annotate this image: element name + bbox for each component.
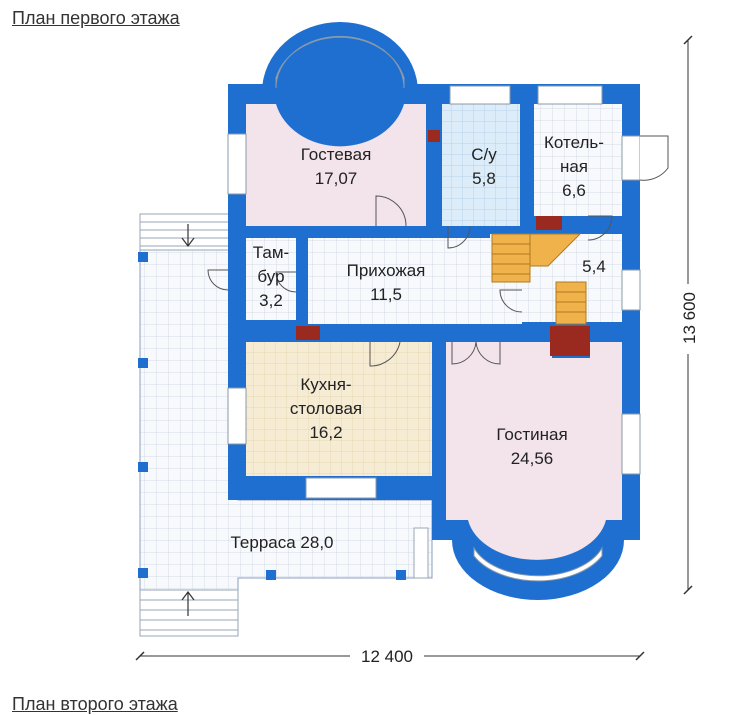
height-label: 13 600 <box>680 292 699 344</box>
room-guest-area: 17,07 <box>315 169 358 188</box>
arrow-up-icon <box>181 591 195 616</box>
room-vestibule-area: 3,2 <box>259 291 283 310</box>
room-terrace-name: Терраса 28,0 <box>230 533 333 552</box>
dimension-height: 13 600 <box>676 35 700 595</box>
second-floor-title: План второго этажа <box>12 694 178 714</box>
room-guest-name: Гостевая <box>301 145 372 164</box>
room-living-name: Гостиная <box>496 425 567 444</box>
room-labels: Гостевая 17,07 С/у 5,8 Котель- ная 6,6 5… <box>230 133 605 552</box>
room-hallway-area: 11,5 <box>370 285 402 304</box>
room-boiler-name-2: ная <box>560 157 588 176</box>
page-title: План первого этажа <box>12 8 180 28</box>
width-label: 12 400 <box>361 647 413 666</box>
doors <box>207 135 669 367</box>
room-vestibule-name-2: бур <box>257 267 284 286</box>
bay-windows <box>275 35 603 582</box>
room-boiler-name-1: Котель- <box>544 133 604 152</box>
chimney <box>296 130 590 356</box>
room-kitchen-name-1: Кухня- <box>300 375 351 394</box>
staircase <box>491 233 587 325</box>
room-stairs-area: 5,4 <box>582 257 606 276</box>
room-bathroom-area: 5,8 <box>472 169 496 188</box>
room-kitchen-name-2: столовая <box>290 399 362 418</box>
room-living-area: 24,56 <box>511 449 554 468</box>
room-hallway-name: Прихожая <box>347 261 426 280</box>
terrace <box>138 213 433 637</box>
room-kitchen-area: 16,2 <box>309 423 342 442</box>
room-bathroom-name: С/у <box>471 145 497 164</box>
rooms <box>246 104 622 560</box>
arrow-down-icon <box>181 224 195 247</box>
room-vestibule-name-1: Там- <box>253 243 289 262</box>
dimension-width: 12 400 <box>135 644 645 666</box>
room-boiler-area: 6,6 <box>562 181 586 200</box>
